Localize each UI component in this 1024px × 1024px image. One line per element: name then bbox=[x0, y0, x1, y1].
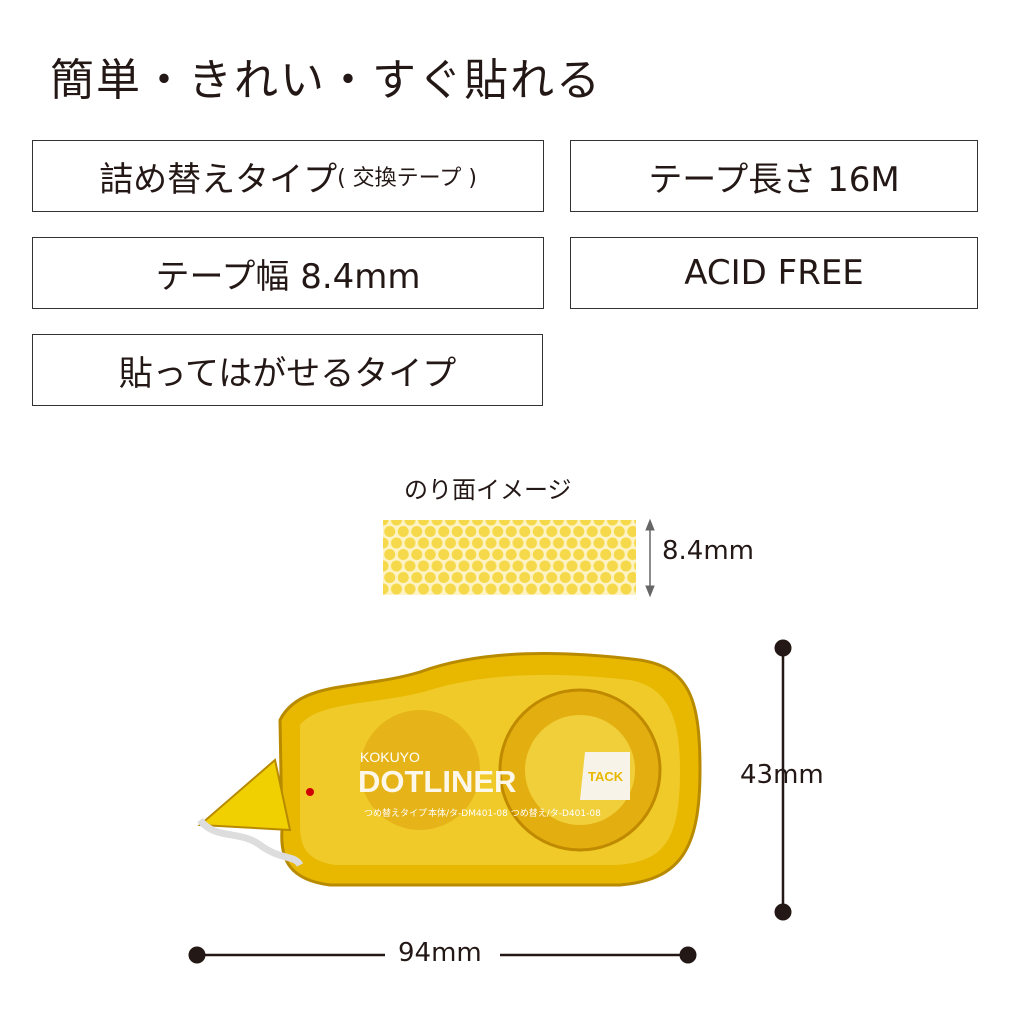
tape-width-label: 8.4mm bbox=[662, 536, 755, 566]
feature-label: テープ幅 8.4mm bbox=[155, 256, 421, 297]
width-dimension-label: 94mm bbox=[398, 938, 482, 968]
product-name: DOTLINER bbox=[358, 764, 516, 799]
feature-removable: 貼ってはがせるタイプ bbox=[32, 334, 543, 406]
feature-acid-free: ACID FREE bbox=[570, 237, 978, 309]
tape-width-arrow bbox=[645, 518, 655, 598]
feature-label: ACID FREE bbox=[684, 253, 864, 293]
feature-tape-length: テープ長さ 16M bbox=[570, 140, 978, 212]
feature-refillable: 詰め替えタイプ( 交換テープ ) bbox=[32, 140, 544, 212]
tape-dot-pattern bbox=[383, 520, 636, 595]
feature-sublabel: ( 交換テープ ) bbox=[337, 166, 477, 191]
feature-label: 詰め替えタイプ bbox=[99, 159, 338, 200]
feature-label: テープ長さ 16M bbox=[648, 159, 900, 200]
width-dimension-line bbox=[188, 946, 697, 964]
dispenser-body bbox=[197, 652, 702, 887]
headline: 簡単・きれい・すぐ貼れる bbox=[50, 55, 602, 106]
feature-label: 貼ってはがせるタイプ bbox=[118, 353, 457, 394]
type-badge: つめ替えタイプ bbox=[364, 807, 427, 819]
model-text: 本体/タ-DM401-08 つめ替え/タ-D401-08 bbox=[428, 807, 601, 819]
variant-label: TACK bbox=[588, 769, 624, 784]
brand-logo: KOKUYO bbox=[360, 749, 420, 765]
height-dimension-line bbox=[774, 639, 792, 921]
tape-caption: のり面イメージ bbox=[404, 476, 572, 504]
feature-tape-width: テープ幅 8.4mm bbox=[32, 237, 544, 309]
